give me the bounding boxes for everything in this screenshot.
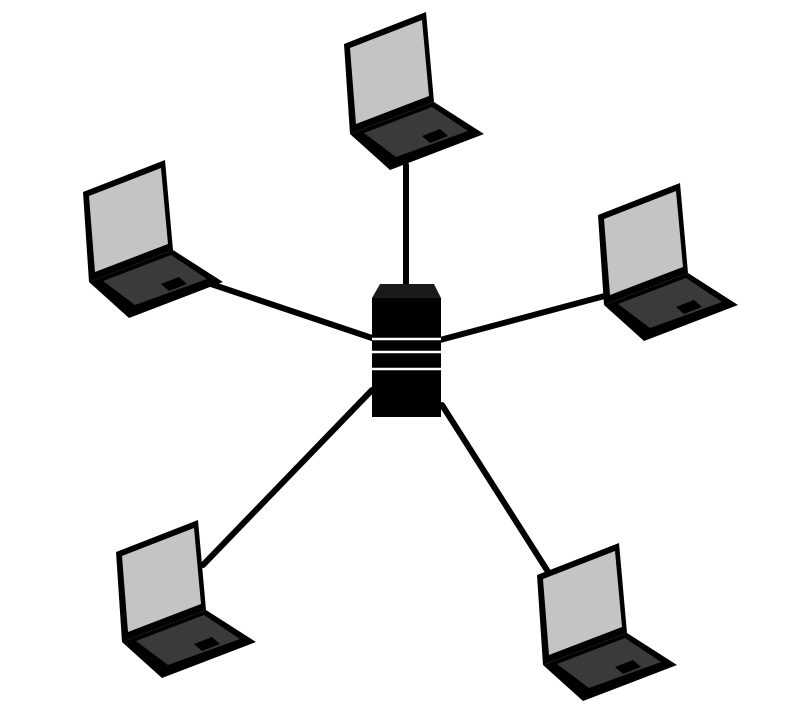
network-links — [200, 162, 615, 581]
link-lower-left — [200, 387, 375, 568]
link-upper-left — [202, 279, 375, 341]
laptop-icon — [83, 160, 223, 318]
server-icon — [372, 284, 441, 417]
laptop-icon — [598, 183, 738, 341]
link-upper-right — [437, 291, 615, 343]
laptop-icon — [344, 12, 484, 170]
link-lower-right — [439, 402, 555, 581]
laptop-icon — [537, 543, 677, 701]
laptop-icon — [116, 520, 256, 678]
